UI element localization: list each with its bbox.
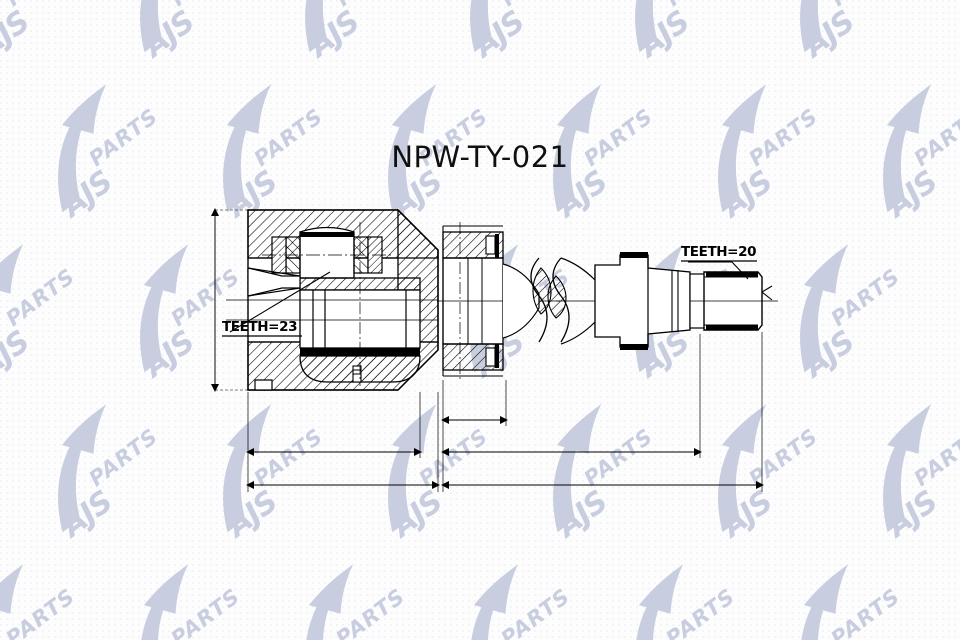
outer-bearing-flange: [437, 222, 560, 382]
right-spline-shaft: [689, 271, 778, 331]
teeth-right-label: TEETH=20: [681, 244, 756, 260]
teeth-left-label: TEETH=23: [222, 319, 297, 335]
dimension-lines: [211, 208, 764, 492]
spline-hub: [226, 222, 438, 386]
leader-lines: [229, 261, 749, 333]
tripod-roller-bearing: [262, 226, 392, 279]
page-title: NPW-TY-021: [391, 140, 569, 174]
teeth-annotations: TEETH=23 TEETH=20: [222, 244, 757, 337]
left-spline-stub: [247, 267, 301, 297]
outer-race-collar: [594, 252, 691, 350]
